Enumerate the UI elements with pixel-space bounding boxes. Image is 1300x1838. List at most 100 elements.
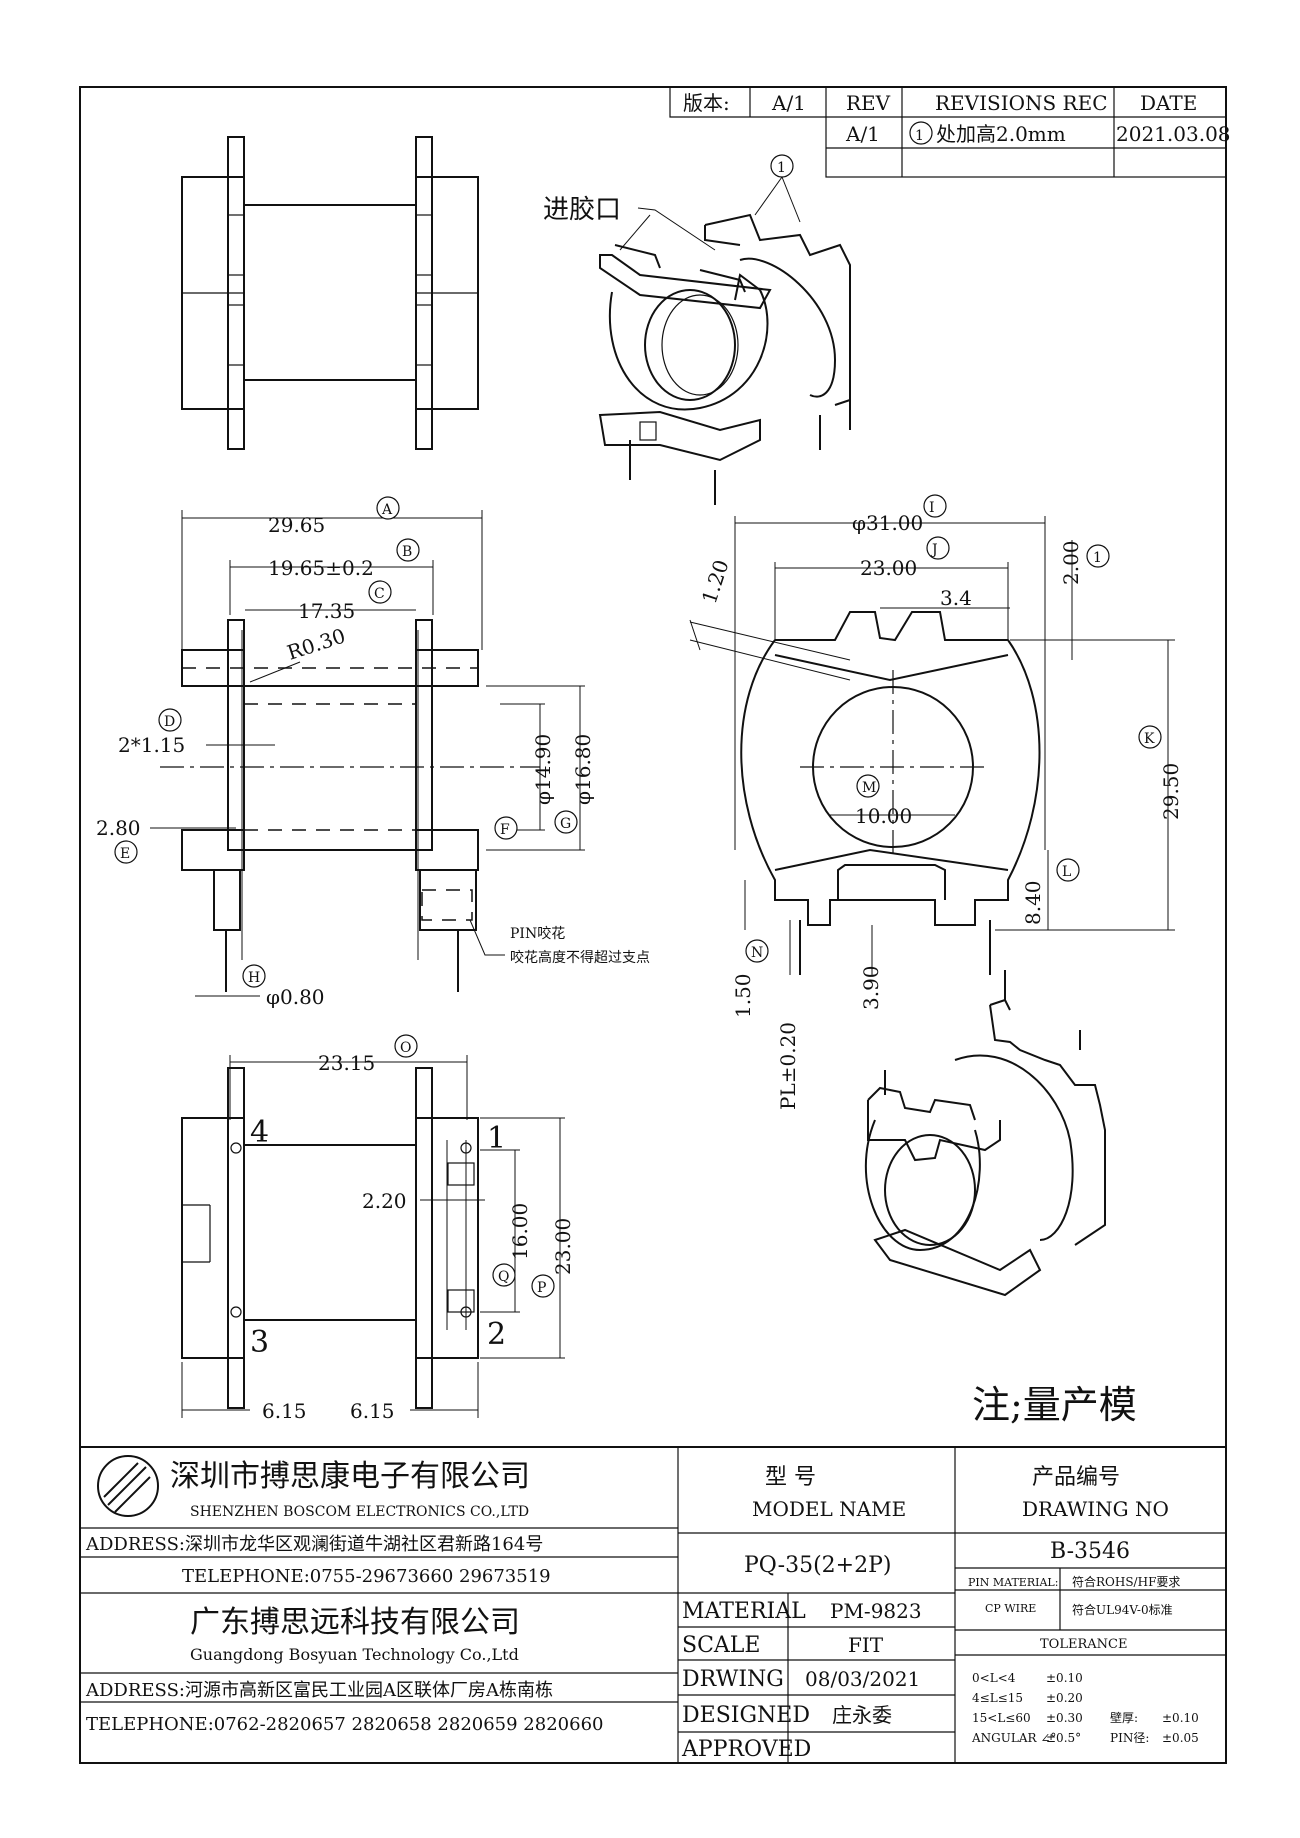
rev-row-date: 2021.03.08	[1116, 122, 1231, 146]
pin-label-3: 3	[250, 1325, 269, 1360]
model-value: PQ-35(2+2P)	[744, 1553, 891, 1578]
pin-dia-value: ±0.05	[1162, 1731, 1199, 1745]
telephone2: TELEPHONE:0762-2820657 2820658 2820659 2…	[86, 1714, 603, 1735]
dim-K-tag: K	[1144, 731, 1155, 747]
material-label: MATERIAL	[682, 1599, 806, 1624]
rev-header: REV	[846, 91, 891, 115]
rev-mark-label: 1	[777, 160, 786, 176]
dim-E-tag: E	[120, 846, 130, 862]
side-view: 29.65 A 19.65±0.2 B 17.35 C	[96, 496, 650, 1009]
pin-label-4: 4	[250, 1115, 269, 1150]
approved-label: APPROVED	[681, 1737, 811, 1762]
dim-M-tag: M	[862, 780, 876, 796]
dim-B-value: 19.65±0.2	[268, 556, 374, 580]
version-value: A/1	[771, 91, 806, 115]
cp-wire-value: 符合UL94V-0标准	[1072, 1602, 1173, 1617]
pin-material-value: 符合ROHS/HF要求	[1072, 1574, 1180, 1589]
dim-H-value: φ0.80	[266, 985, 325, 1009]
rev-row-desc: 处加高2.0mm	[936, 122, 1066, 146]
model-label-en: MODEL NAME	[752, 1497, 906, 1521]
pin-label-1: 1	[487, 1121, 506, 1156]
front-view: φ31.00 I 23.00 J 3.4 2.00 1 1.20	[689, 494, 1183, 1110]
telephone1: TELEPHONE:0755-29673660 29673519	[182, 1566, 551, 1587]
dim-J-value: 23.00	[860, 556, 917, 580]
drawing-label-cn: 产品编号	[1032, 1465, 1120, 1490]
designed-label: DESIGNED	[682, 1703, 810, 1728]
cp-wire-label: CP WIRE	[985, 1602, 1036, 1615]
dim-A-tag: A	[381, 502, 393, 518]
tolerance-value-2: ±0.20	[1046, 1691, 1083, 1705]
tolerance-range-3: 15<L≤60	[972, 1711, 1031, 1725]
dim-F-tag: F	[500, 822, 510, 838]
wall-label: 壁厚:	[1110, 1710, 1138, 1725]
dim-rev-height: 2.00	[1059, 540, 1083, 585]
dim-M-value: 10.00	[855, 804, 912, 828]
address1: ADDRESS:深圳市龙华区观澜街道牛湖社区君新路164号	[85, 1534, 543, 1555]
dim-K-value: 29.50	[1159, 763, 1183, 820]
pin-dia-label: PIN径:	[1110, 1731, 1149, 1745]
rev-row-mark: 1	[915, 128, 924, 144]
dim-Q-value: 16.00	[508, 1203, 532, 1260]
wall-value: ±0.10	[1162, 1711, 1199, 1725]
drawing-label-en: DRAWING NO	[1022, 1497, 1169, 1521]
address2: ADDRESS:河源市高新区富民工业园A区联体厂房A栋南栋	[85, 1680, 553, 1701]
version-label: 版本:	[683, 91, 730, 115]
scale-value: FIT	[848, 1633, 884, 1657]
drawing-value: B-3546	[1050, 1539, 1130, 1564]
bottom-isometric-view	[864, 970, 1106, 1297]
tolerance-range-1: 0<L<4	[972, 1671, 1016, 1685]
dim-N-value: 1.50	[731, 973, 755, 1018]
pin-label-2: 2	[487, 1317, 506, 1352]
dim-P-tag: P	[537, 1280, 546, 1296]
revision-table: 版本: A/1 REV REVISIONS REC DATE A/1 1 处加高…	[669, 86, 1231, 178]
tolerance-value-4: ±0.5°	[1046, 1731, 1081, 1745]
sheet-border	[79, 86, 1227, 1764]
dim-O-tag: O	[400, 1040, 411, 1056]
material-value: PM-9823	[830, 1599, 922, 1623]
designed-value: 庄永委	[832, 1703, 892, 1727]
dim-pin-offset: 3.90	[859, 965, 883, 1010]
dim-pitch: 2.20	[362, 1189, 407, 1213]
pin-note-1: PIN咬花	[510, 925, 565, 942]
dim-pin-length: PL±0.20	[776, 1022, 800, 1110]
front-rev-mark: 1	[1093, 550, 1102, 566]
rev-row-mark-circle	[909, 121, 933, 145]
dim-J-tag: J	[930, 542, 938, 558]
company2-cn: 广东搏思远科技有限公司	[190, 1605, 520, 1640]
rev-row-rev: A/1	[845, 122, 880, 146]
dim-F-value: φ14.90	[531, 734, 555, 805]
drwing-label: DRWING	[682, 1667, 784, 1692]
pin-material-label: PIN MATERIAL:	[968, 1576, 1058, 1589]
dim-I-value: φ31.00	[852, 511, 923, 535]
dim-E-value: 2.80	[96, 816, 141, 840]
gate-callout: 进胶口	[543, 195, 621, 225]
dim-right-width: 6.15	[350, 1399, 395, 1423]
title-block: 深圳市搏思康电子有限公司 SHENZHEN BOSCOM ELECTRONICS…	[80, 1446, 1226, 1763]
dim-N-tag: N	[751, 945, 763, 961]
dim-D-tag: D	[164, 714, 175, 730]
bottom-view: 23.15 O 4 1 3 2 2.20 16.00 Q	[181, 1034, 575, 1423]
dim-P-value: 23.00	[551, 1218, 575, 1275]
dim-Q-tag: Q	[498, 1269, 509, 1285]
dim-G-value: φ16.80	[571, 734, 595, 805]
production-note: 注;量产模	[972, 1383, 1137, 1427]
company2-en: Guangdong Bosyuan Technology Co.,Ltd	[190, 1645, 519, 1664]
dim-H-tag: H	[248, 970, 260, 986]
dim-O-value: 23.15	[318, 1051, 375, 1075]
dim-L-value: 8.40	[1021, 880, 1045, 925]
dim-D-value: 2*1.15	[118, 733, 185, 757]
dim-A-value: 29.65	[268, 513, 325, 537]
model-label-cn: 型 号	[765, 1465, 816, 1490]
dim-I-tag: I	[929, 500, 935, 516]
company1-en: SHENZHEN BOSCOM ELECTRONICS CO.,LTD	[190, 1504, 529, 1520]
dim-G-tag: G	[560, 816, 571, 832]
revisions-header: REVISIONS REC	[935, 91, 1108, 115]
dim-C-tag: C	[374, 586, 385, 602]
dim-B-tag: B	[402, 544, 412, 560]
top-outline-view	[181, 136, 479, 450]
dim-C-value: 17.35	[298, 599, 355, 623]
tolerance-range-4: ANGULAR ∠°	[971, 1731, 1056, 1745]
tolerance-range-2: 4≤L≤15	[972, 1691, 1023, 1705]
dim-left-width: 6.15	[262, 1399, 307, 1423]
